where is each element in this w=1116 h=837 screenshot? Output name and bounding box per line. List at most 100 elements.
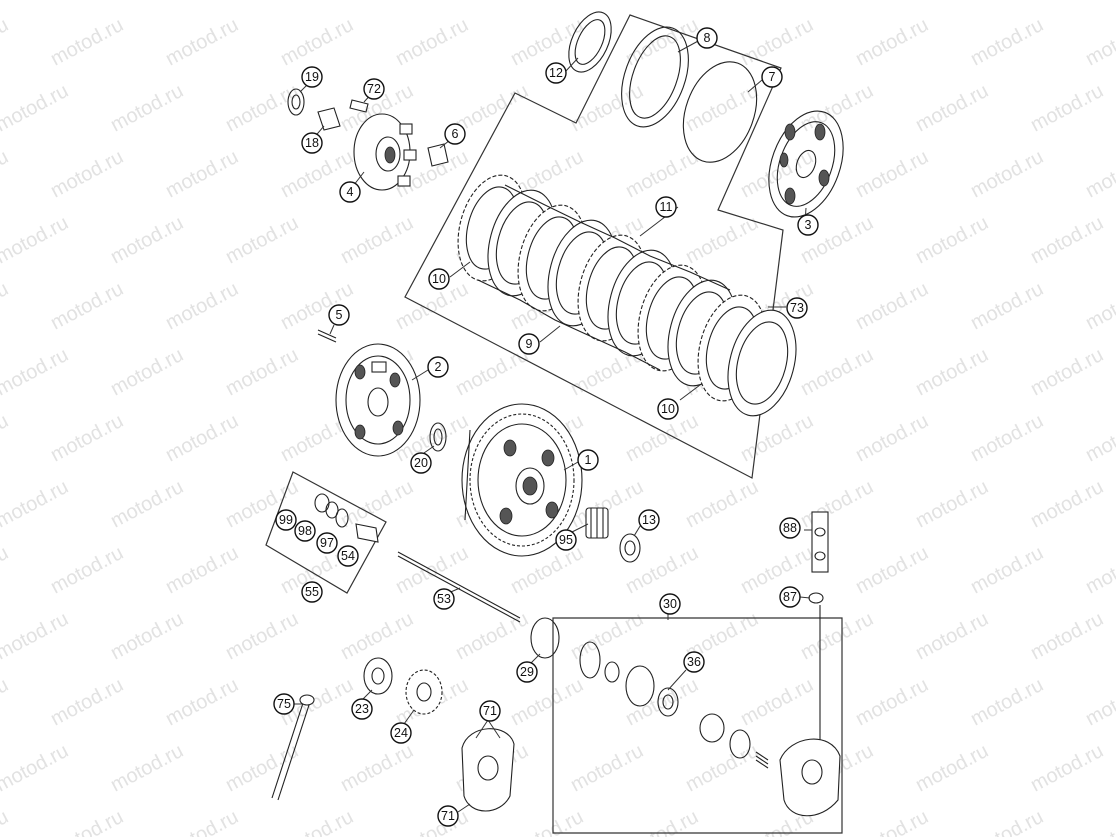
watermark-text: motod.ru — [337, 212, 417, 268]
watermark-text: motod.ru — [967, 806, 1047, 837]
callout-18: 18 — [301, 132, 323, 154]
watermark-text: motod.ru — [107, 476, 187, 532]
watermark-text: motod.ru — [737, 542, 817, 598]
callout-1: 1 — [577, 449, 599, 471]
watermark-text: motod.ru — [47, 278, 127, 334]
watermark-text: motod.ru — [967, 278, 1047, 334]
callout-71-bottom: 71 — [437, 805, 459, 827]
watermark-text: motod.ru — [682, 476, 762, 532]
watermark-text: motod.ru — [0, 410, 12, 466]
watermark-text: motod.ru — [0, 476, 72, 532]
watermark-text: motod.ru — [967, 14, 1047, 70]
watermark-text: motod.ru — [277, 806, 357, 837]
watermark-text: motod.ru — [967, 146, 1047, 202]
watermark-text: motod.ru — [107, 212, 187, 268]
clutch-disc — [727, 309, 797, 417]
callout-71-top: 71 — [479, 700, 501, 722]
watermark-text: motod.ru — [47, 410, 127, 466]
watermark-text: motod.ru — [337, 740, 417, 796]
watermark-text: motod.ru — [682, 0, 762, 4]
svg-text:29: 29 — [520, 665, 534, 679]
watermark-text: motod.ru — [0, 146, 12, 202]
svg-text:99: 99 — [279, 513, 293, 527]
callout-98: 98 — [294, 520, 316, 542]
watermark-text: motod.ru — [107, 608, 187, 664]
svg-text:23: 23 — [355, 702, 369, 716]
callout-2: 2 — [427, 356, 449, 378]
svg-text:71: 71 — [441, 809, 455, 823]
watermark-text: motod.ru — [912, 80, 992, 136]
watermark-text: motod.ru — [567, 0, 647, 4]
callout-99: 99 — [275, 509, 297, 531]
callout-8: 8 — [696, 27, 718, 49]
callout-23: 23 — [351, 698, 373, 720]
watermark-text: motod.ru — [1027, 0, 1107, 4]
watermark-text: motod.ru — [452, 0, 532, 4]
watermark-text: motod.ru — [0, 740, 72, 796]
bleeder-valve-part — [808, 511, 829, 740]
callout-75: 75 — [273, 693, 295, 715]
callout-36: 36 — [683, 651, 705, 673]
push-rod-part — [397, 551, 521, 623]
svg-text:87: 87 — [783, 590, 797, 604]
callout-73: 73 — [786, 297, 808, 319]
callout-53: 53 — [433, 588, 455, 610]
callout-11: 11 — [655, 196, 677, 218]
callout-6: 6 — [444, 123, 466, 145]
thrust-washer-part — [429, 422, 447, 452]
clutch-disc-inner-rim — [735, 321, 789, 405]
inner-clutch-hub-part — [335, 343, 421, 457]
release-bearing-hub-part — [287, 88, 449, 191]
svg-text:30: 30 — [663, 597, 677, 611]
watermark-text: motod.ru — [0, 542, 12, 598]
watermark-text: motod.ru — [107, 344, 187, 400]
watermark-text: motod.ru — [1082, 146, 1116, 202]
callout-9: 9 — [518, 333, 540, 355]
watermark-text: motod.ru — [797, 80, 877, 136]
watermark-text: motod.ru — [507, 674, 587, 730]
svg-text:13: 13 — [642, 513, 656, 527]
watermark-text: motod.ru — [852, 410, 932, 466]
wire-ring-part — [682, 61, 758, 163]
watermark-text: motod.ru — [912, 344, 992, 400]
svg-text:55: 55 — [305, 585, 319, 599]
svg-text:6: 6 — [452, 127, 459, 141]
watermark-text: motod.ru — [47, 146, 127, 202]
watermark-text: motod.ru — [47, 14, 127, 70]
watermark-text: motod.ru — [1082, 674, 1116, 730]
callout-4: 4 — [339, 181, 361, 203]
watermark-text: motod.ru — [452, 344, 532, 400]
watermark-text: motod.ru — [47, 674, 127, 730]
watermark-text: motod.ru — [222, 740, 302, 796]
watermark-text: motod.ru — [0, 212, 72, 268]
watermark-text: motod.ru — [912, 476, 992, 532]
watermark-text: motod.ru — [107, 740, 187, 796]
watermark-text: motod.ru — [1027, 344, 1107, 400]
svg-text:4: 4 — [347, 185, 354, 199]
watermark-text: motod.ru — [967, 410, 1047, 466]
watermark-text: motod.ru — [1027, 212, 1107, 268]
watermark-text: motod.ru — [622, 674, 702, 730]
svg-text:19: 19 — [305, 70, 319, 84]
watermark-text: motod.ru — [222, 212, 302, 268]
watermark-text: motod.ru — [567, 740, 647, 796]
callout-7: 7 — [761, 66, 783, 88]
watermark-text: motod.ru — [162, 674, 242, 730]
callout-24: 24 — [390, 722, 412, 744]
callout-97: 97 — [316, 532, 338, 554]
watermark-text: motod.ru — [1082, 14, 1116, 70]
needle-cage-part — [585, 507, 609, 539]
watermark-text: motod.ru — [1027, 608, 1107, 664]
svg-text:20: 20 — [414, 456, 428, 470]
clutch-cover-part — [461, 728, 515, 812]
watermark-text: motod.ru — [47, 806, 127, 837]
watermark-text: motod.ru — [912, 740, 992, 796]
callout-3: 3 — [797, 214, 819, 236]
svg-text:97: 97 — [320, 536, 334, 550]
callout-20: 20 — [410, 452, 432, 474]
svg-text:53: 53 — [437, 592, 451, 606]
svg-text:10: 10 — [432, 272, 446, 286]
svg-text:5: 5 — [336, 308, 343, 322]
svg-text:98: 98 — [298, 524, 312, 538]
